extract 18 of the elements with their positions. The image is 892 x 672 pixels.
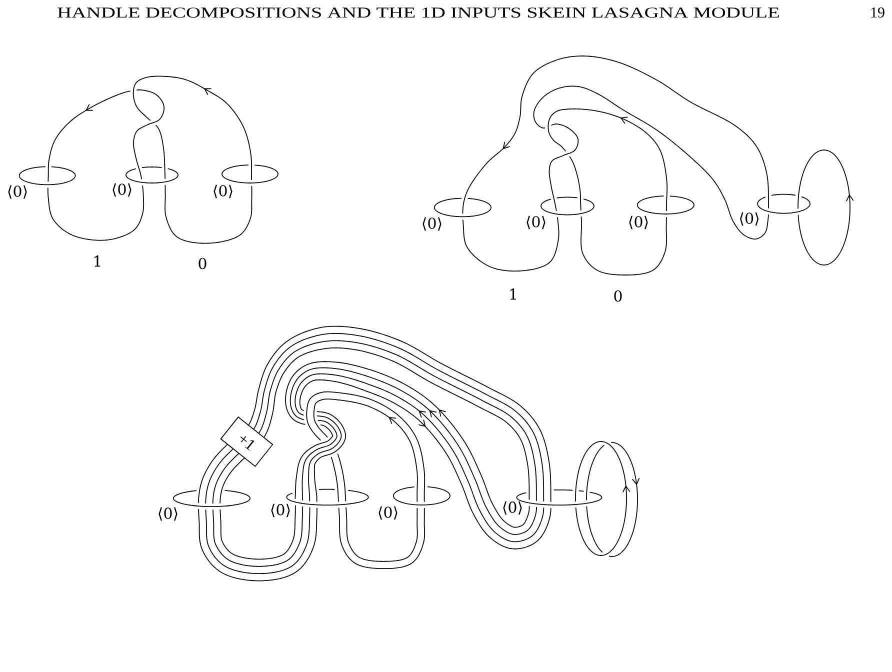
coefficient-label: ⟨0⟩ <box>422 217 442 231</box>
coefficient-label: 1 <box>510 288 516 300</box>
coefficient-label: ⟨0⟩ <box>112 183 132 197</box>
coefficient-label: 1 <box>94 255 100 267</box>
coefficient-label: ⟨0⟩ <box>271 504 290 518</box>
coefficient-label: ⟨0⟩ <box>8 185 27 199</box>
coefficient-label: ⟨0⟩ <box>503 501 522 515</box>
running-header: HANDLE DECOMPOSITIONS AND THE 1D INPUTS SKEIN LASAGNA MODULE <box>58 8 779 18</box>
twist-box: +1 <box>220 416 274 467</box>
coefficient-label: ⟨0⟩ <box>526 216 546 230</box>
coefficient-label: ⟨0⟩ <box>378 506 398 520</box>
coefficient-label: ⟨0⟩ <box>740 212 759 226</box>
coefficient-label: ⟨0⟩ <box>158 507 178 521</box>
coefficient-label: 0 <box>614 290 622 302</box>
coefficient-label: 0 <box>198 258 206 270</box>
page-number: 19 <box>871 7 884 18</box>
coefficient-label: ⟨0⟩ <box>214 184 232 198</box>
coefficient-label: ⟨0⟩ <box>629 216 648 230</box>
